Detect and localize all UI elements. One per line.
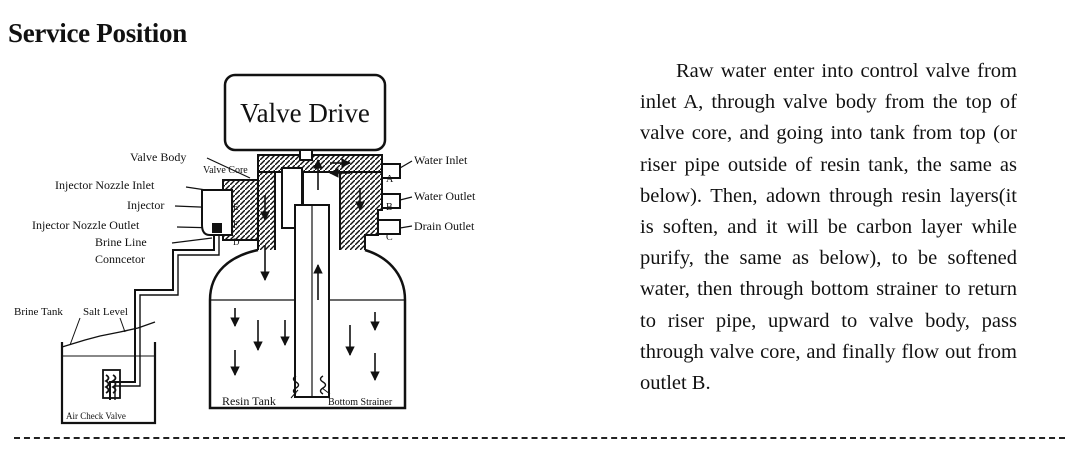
port-letter-a: A <box>386 174 394 185</box>
port-letter-c: C <box>386 232 393 243</box>
label-water-outlet: Water Outlet <box>414 189 476 203</box>
injector-nozzle <box>212 223 222 233</box>
flow-arrows <box>230 158 380 381</box>
brine-tank <box>60 342 157 425</box>
page-title: Service Position <box>8 18 187 48</box>
port-letter-f: F <box>233 220 238 230</box>
label-brine-line: Brine Line <box>95 235 147 249</box>
bottom-strainer <box>292 375 327 395</box>
port-letter-b: B <box>386 202 393 213</box>
label-injector-nozzle-outlet: Injector Nozzle Outlet <box>32 218 140 232</box>
label-drain-outlet: Drain Outlet <box>414 219 475 233</box>
description-paragraph: Raw water enter into control valve from … <box>640 60 1017 395</box>
label-brine-tank: Brine Tank <box>14 306 63 318</box>
right-leaders <box>399 160 413 229</box>
label-connector: Conncetor <box>95 252 145 266</box>
port-letter-e: E <box>233 202 239 212</box>
injector-body <box>201 189 233 236</box>
valve-shaft <box>299 149 313 161</box>
valve-drive-label: Valve Drive <box>240 98 370 128</box>
label-air-check-valve: Air Check Valve <box>66 411 126 421</box>
air-check-valve <box>102 369 121 399</box>
label-injector: Injector <box>127 198 164 212</box>
label-valve-body: Valve Body <box>130 150 186 164</box>
label-valve-core: Valve Core <box>203 165 248 176</box>
port-pipes <box>377 163 401 235</box>
label-injector-nozzle-inlet: Injector Nozzle Inlet <box>55 178 155 192</box>
dashed-divider <box>14 437 1065 439</box>
label-water-inlet: Water Inlet <box>414 153 468 167</box>
salt-level-line <box>61 321 156 348</box>
service-position-diagram: Valve Drive A B C Water Inlet Water Outl… <box>14 73 476 425</box>
label-resin-tank: Resin Tank <box>222 394 276 408</box>
port-letter-d: D <box>233 237 240 247</box>
label-salt-level: Salt Level <box>83 306 128 318</box>
label-bottom-strainer: Bottom Strainer <box>328 397 393 408</box>
